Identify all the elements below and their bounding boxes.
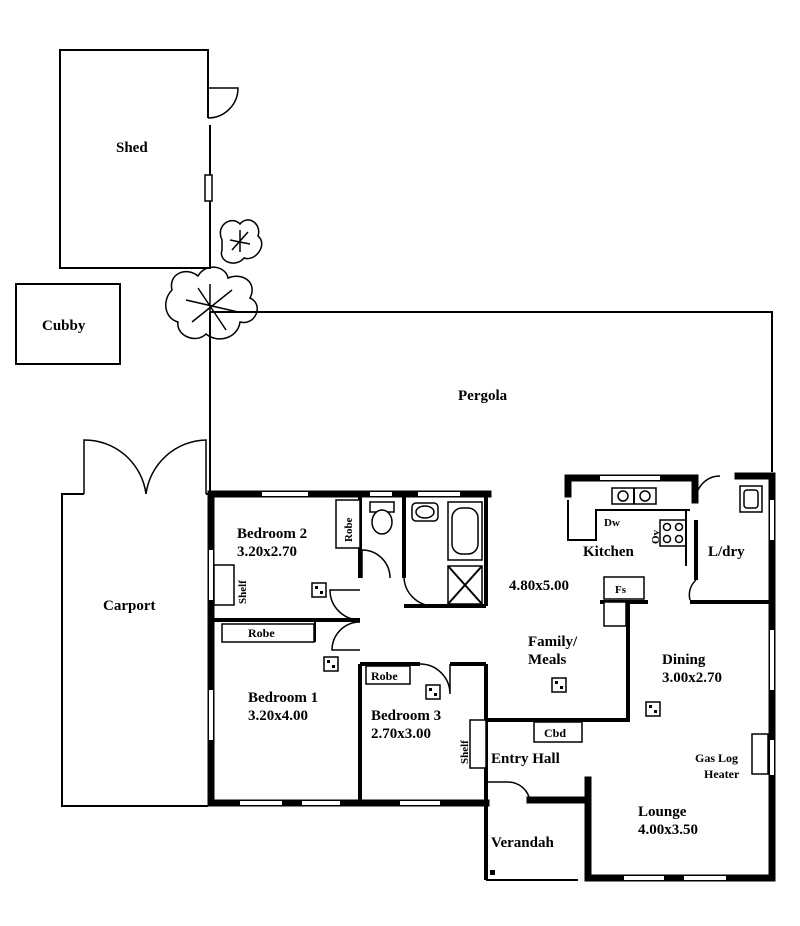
kitchen-label: Kitchen xyxy=(583,544,634,560)
vent-dining xyxy=(645,701,661,717)
dining-name: Dining xyxy=(662,652,706,668)
dishwasher-label: Dw xyxy=(604,517,620,529)
bedroom3-size: 2.70x3.00 xyxy=(371,726,431,742)
bedroom1-size: 3.20x4.00 xyxy=(248,708,308,724)
oven-label: Ov xyxy=(650,529,662,544)
shelf-bed2-label: Shelf xyxy=(237,580,249,604)
vent-bed2 xyxy=(311,582,327,598)
cubby-label: Cubby xyxy=(42,318,86,334)
windows xyxy=(209,476,774,880)
tree-small xyxy=(219,219,263,264)
family-label-2: Meals xyxy=(528,652,566,668)
pergola: Pergola xyxy=(209,311,773,492)
cubby: Cubby xyxy=(15,283,121,365)
laundry-fixtures xyxy=(739,485,763,513)
shed: Shed xyxy=(59,49,239,269)
tree-large xyxy=(165,266,258,340)
pergola-label: Pergola xyxy=(458,388,508,404)
cupboard-label: Cbd xyxy=(544,726,566,740)
room-labels: Bedroom 2 3.20x2.70 Bedroom 1 3.20x4.00 … xyxy=(237,526,745,851)
kitchen-fixtures: Dw Ov Fs xyxy=(567,487,690,627)
vents xyxy=(311,582,661,875)
bedroom2-size: 3.20x2.70 xyxy=(237,544,297,560)
family-label-1: Family/ xyxy=(528,634,578,650)
entry-hall-label: Entry Hall xyxy=(491,751,560,767)
shed-label: Shed xyxy=(116,140,148,156)
heater-label-2: Heater xyxy=(704,767,740,781)
robes-shelves: Robe Shelf Robe Robe Shelf Cbd xyxy=(213,499,769,775)
bedroom3-name: Bedroom 3 xyxy=(371,708,441,724)
bathroom-fixtures xyxy=(369,501,483,605)
verandah-label: Verandah xyxy=(491,835,554,851)
laundry-label: L/dry xyxy=(708,544,745,560)
lounge-name: Lounge xyxy=(638,804,687,820)
carport-label: Carport xyxy=(103,598,156,614)
shelf-bed3-label: Shelf xyxy=(459,740,471,764)
carport: Carport xyxy=(61,439,208,807)
robe-bed2-label: Robe xyxy=(343,517,355,542)
vent-family xyxy=(551,677,567,693)
fridge-space-label: Fs xyxy=(615,584,627,596)
doors xyxy=(329,475,721,803)
robe-bed1-label: Robe xyxy=(248,626,275,640)
vent-bed1 xyxy=(323,656,339,672)
heater-label-1: Gas Log xyxy=(695,751,738,765)
bedroom2-name: Bedroom 2 xyxy=(237,526,307,542)
dining-size: 3.00x2.70 xyxy=(662,670,722,686)
vent-bed3 xyxy=(425,684,441,700)
robe-bed3-label: Robe xyxy=(371,669,398,683)
lounge-size: 4.00x3.50 xyxy=(638,822,698,838)
bedroom1-name: Bedroom 1 xyxy=(248,690,318,706)
verandah-post xyxy=(490,870,495,875)
family-size: 4.80x5.00 xyxy=(509,578,569,594)
